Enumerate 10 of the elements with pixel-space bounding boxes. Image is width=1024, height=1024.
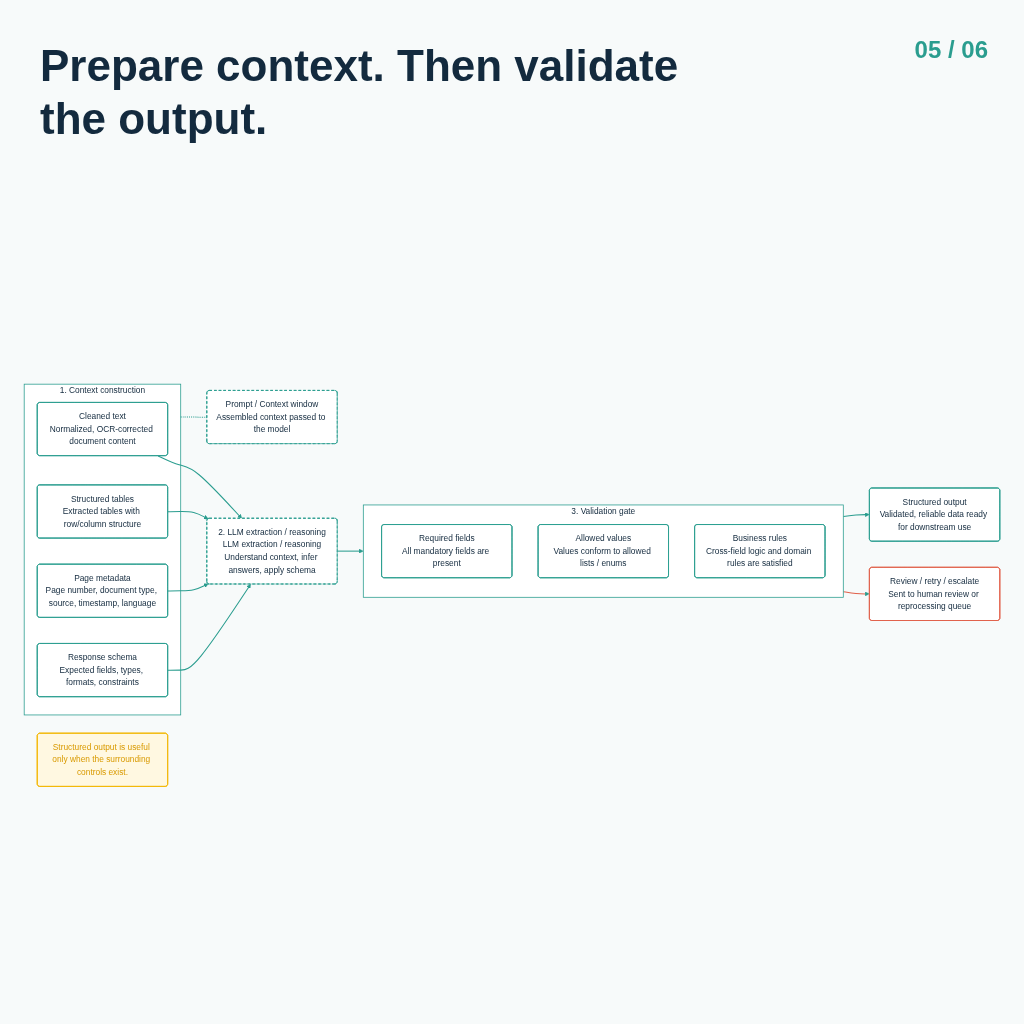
- arrow: [167, 510, 209, 519]
- arrow: [336, 548, 364, 554]
- arrow: [167, 583, 251, 671]
- arrow: [842, 590, 870, 596]
- arrow: [157, 455, 243, 519]
- page-number: 05 / 06: [914, 36, 988, 63]
- title: Prepare context. Then validate the output.: [40, 40, 680, 145]
- connector: [180, 416, 208, 418]
- arrow: [842, 512, 870, 517]
- arrow: [167, 583, 209, 592]
